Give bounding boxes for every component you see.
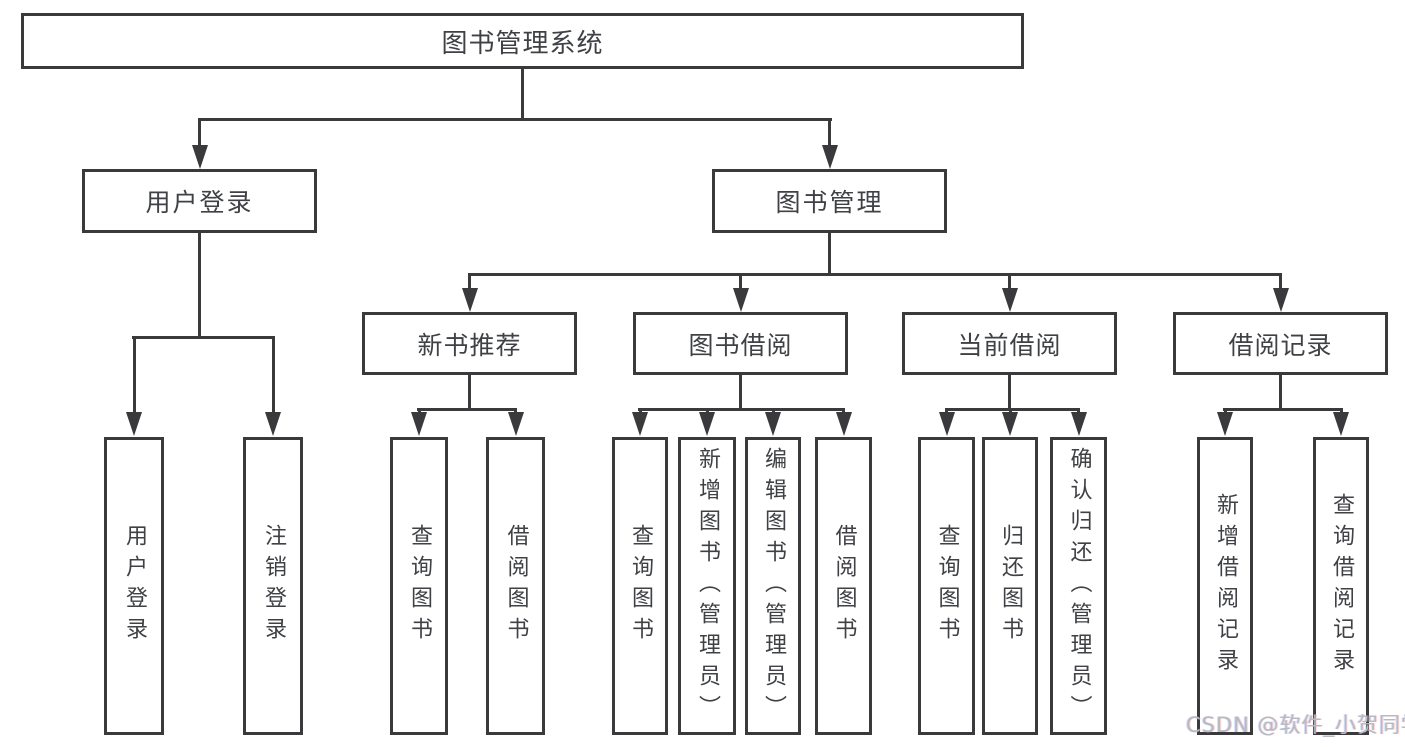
leaf-query-borrow-record: 查询借阅记录 <box>1313 437 1369 735</box>
connector-stem <box>271 336 275 416</box>
leaf-logout: 注销登录 <box>243 437 303 735</box>
connector-line <box>468 375 471 411</box>
leaf-query-books-recommend: 查询图书 <box>390 437 448 735</box>
connector-line <box>945 408 1080 411</box>
leaf-label: 查询图书 <box>407 524 432 648</box>
leaf-label: 确认归还（管理员） <box>1066 446 1092 726</box>
connector-arrowhead <box>821 145 838 169</box>
leaf-query-books-borrowing: 查询图书 <box>612 437 668 735</box>
connector-stem <box>828 118 831 149</box>
connector-arrowhead <box>835 412 852 436</box>
node-book-management: 图书管理 <box>712 169 947 233</box>
leaf-label: 归还图书 <box>998 524 1023 648</box>
node-user-login: 用户登录 <box>82 169 317 233</box>
connector-arrowhead <box>732 288 749 312</box>
connector-arrowhead <box>507 412 524 436</box>
node-borrowing-records: 借阅记录 <box>1173 312 1388 375</box>
connector-line <box>468 273 1282 276</box>
connector-line <box>739 375 742 411</box>
leaf-add-books-admin: 新增图书（管理员） <box>678 437 736 735</box>
leaf-label: 借阅图书 <box>831 524 857 648</box>
connector-line <box>132 336 275 339</box>
node-book-borrowing: 图书借阅 <box>633 312 848 375</box>
leaf-label: 查询借阅记录 <box>1329 493 1354 679</box>
connector-line <box>1223 408 1343 411</box>
leaf-confirm-return-admin: 确认归还（管理员） <box>1050 437 1107 735</box>
connector-line <box>1008 375 1011 411</box>
leaf-add-borrow-record: 新增借阅记录 <box>1197 437 1253 735</box>
connector-arrowhead <box>938 412 955 436</box>
leaf-label: 编辑图书（管理员） <box>761 446 786 726</box>
connector-arrowhead <box>1002 412 1018 436</box>
leaf-label: 新增借阅记录 <box>1213 493 1238 679</box>
node-label: 新书推荐 <box>417 330 522 360</box>
connector-line <box>828 233 831 276</box>
connector-arrowhead <box>1001 288 1018 312</box>
leaf-query-books-current: 查询图书 <box>918 437 975 735</box>
connector-stem <box>198 118 201 149</box>
leaf-borrow-books-recommend: 借阅图书 <box>486 437 545 735</box>
connector-stem <box>132 336 136 416</box>
connector-arrowhead <box>1217 412 1233 436</box>
leaf-label: 借阅图书 <box>503 524 529 648</box>
connector-stem <box>739 273 742 292</box>
connector-stem <box>468 273 471 292</box>
node-new-book-recommend: 新书推荐 <box>362 312 577 375</box>
node-library-system: 图书管理系统 <box>21 13 1024 69</box>
leaf-label: 查询图书 <box>934 524 960 648</box>
connector-arrowhead <box>265 412 281 436</box>
leaf-label: 查询图书 <box>628 524 653 648</box>
connector-arrowhead <box>411 412 427 436</box>
connector-line <box>1279 375 1282 411</box>
connector-line <box>521 69 524 121</box>
node-label: 图书管理 <box>775 188 884 217</box>
connector-arrowhead <box>632 412 648 436</box>
node-current-borrowing: 当前借阅 <box>902 312 1117 375</box>
connector-arrowhead <box>1070 412 1087 436</box>
node-label: 用户登录 <box>145 188 254 217</box>
connector-stem <box>1008 273 1011 292</box>
leaf-label: 注销登录 <box>261 524 286 648</box>
node-label: 借阅记录 <box>1228 330 1333 360</box>
connector-line <box>198 233 201 339</box>
leaf-edit-books-admin: 编辑图书（管理员） <box>745 437 801 735</box>
connector-arrowhead <box>765 412 781 436</box>
connector-line <box>638 408 845 411</box>
node-label: 图书借阅 <box>688 330 793 360</box>
connector-arrowhead <box>191 145 208 169</box>
connector-stem <box>1279 273 1282 292</box>
csdn-watermark: CSDN @软件_小贺同学 <box>1186 713 1405 737</box>
leaf-return-books: 归还图书 <box>982 437 1038 735</box>
connector-arrowhead <box>1272 288 1289 312</box>
connector-line <box>198 118 832 121</box>
connector-arrowhead <box>699 412 715 436</box>
node-label: 图书管理系统 <box>441 28 604 59</box>
leaf-user-login: 用户登录 <box>104 437 164 735</box>
connector-arrowhead <box>126 412 142 436</box>
leaf-label: 用户登录 <box>122 524 147 648</box>
node-label: 当前借阅 <box>957 330 1062 360</box>
connector-arrowhead <box>461 288 478 312</box>
connector-line <box>417 408 516 411</box>
leaf-borrow-books: 借阅图书 <box>815 437 872 735</box>
connector-arrowhead <box>1333 412 1349 436</box>
leaf-label: 新增图书（管理员） <box>695 446 720 726</box>
